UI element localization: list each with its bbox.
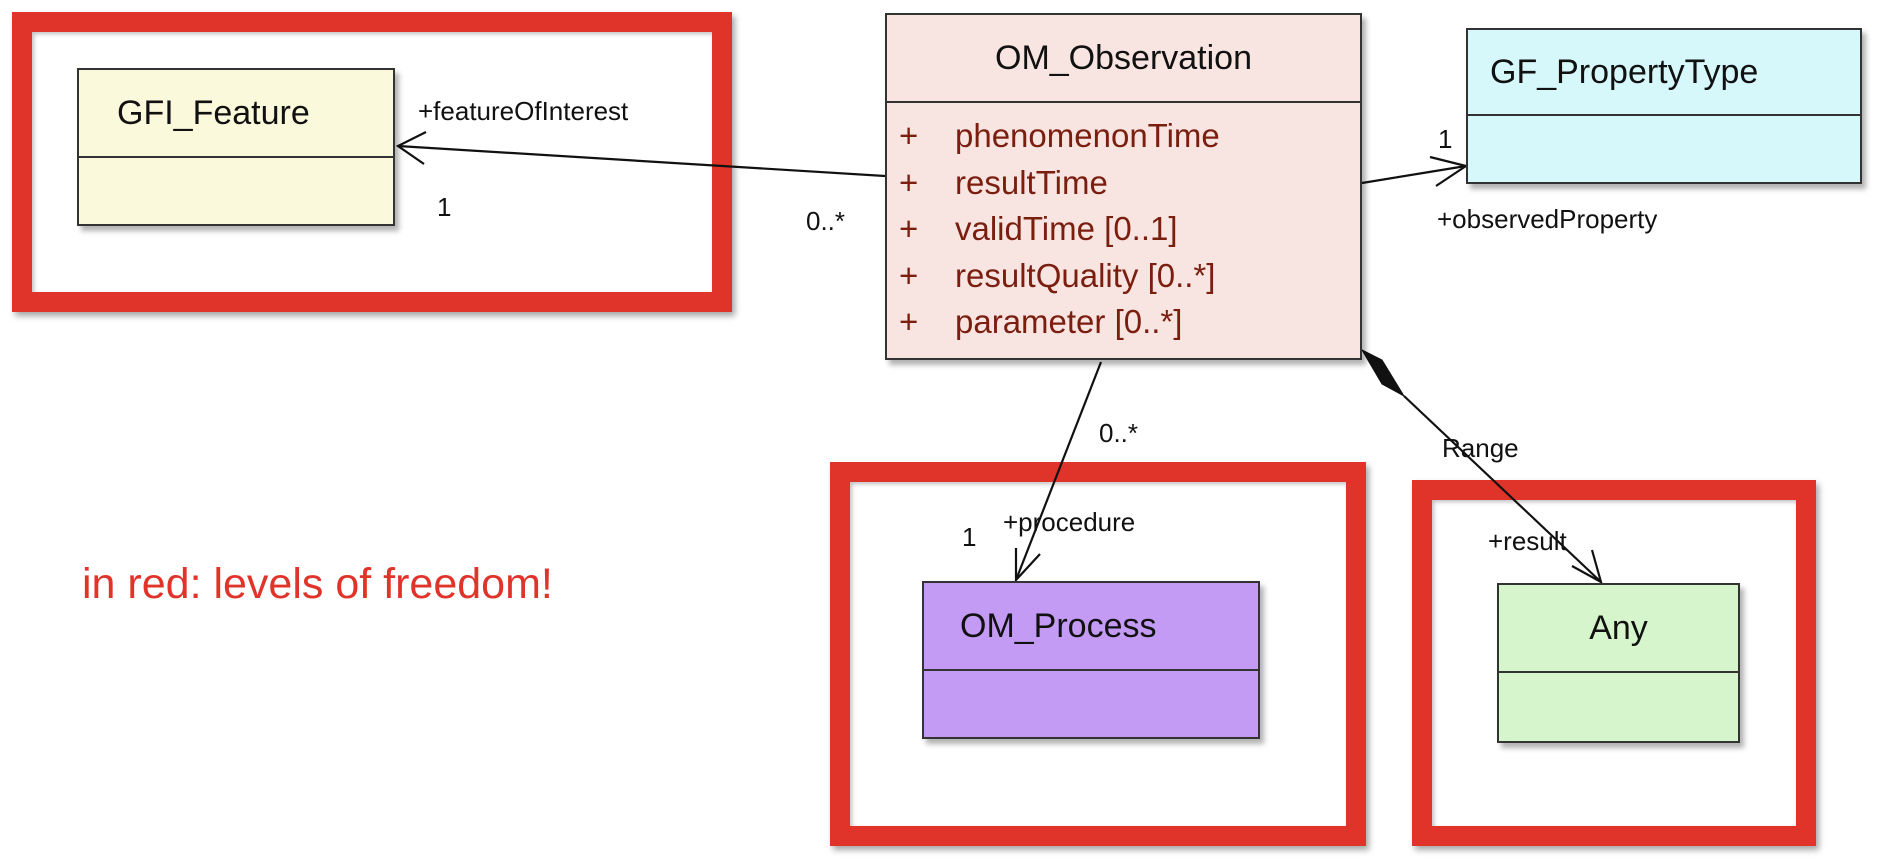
result-arrowhead <box>1571 549 1603 585</box>
attribute-row: + resultQuality [0..*] <box>899 253 1360 300</box>
attribute-row: + validTime [0..1] <box>899 206 1360 253</box>
attribute-label: resultTime <box>955 163 1108 201</box>
role-label-procedure: +procedure <box>1003 507 1136 537</box>
class-gf-propertytype[interactable]: GF_PropertyType <box>1466 28 1862 184</box>
attribute-compartment <box>1499 673 1738 683</box>
result-line <box>1403 395 1602 583</box>
class-gfi-feature[interactable]: GFI_Feature <box>77 68 395 226</box>
visibility-marker: + <box>899 210 919 247</box>
multiplicity-observed-property: 1 <box>1438 124 1453 154</box>
attribute-row: + resultTime <box>899 160 1360 207</box>
role-label-feature-of-interest: +featureOfInterest <box>418 96 629 126</box>
class-any[interactable]: Any <box>1497 583 1740 743</box>
multiplicity-procedure-target: 1 <box>962 522 977 552</box>
procedure-line <box>1014 361 1103 581</box>
procedure-arrowhead <box>1014 548 1041 583</box>
attribute-compartment <box>79 158 393 168</box>
attribute-label: phenomenonTime <box>955 117 1220 154</box>
attribute-label: validTime [0..1] <box>955 210 1178 247</box>
role-label-result: +result <box>1488 526 1567 556</box>
class-om-observation[interactable]: OM_Observation + phenomenonTime + resultTi… <box>885 13 1362 360</box>
feature-of-interest-line <box>397 144 886 178</box>
attribute-row: + parameter [0..*] <box>899 299 1360 346</box>
class-name: OM_Process <box>924 583 1258 671</box>
class-name: OM_Observation <box>887 15 1360 103</box>
multiplicity-feature-source: 0..* <box>806 206 846 236</box>
highlight-frame-process <box>830 462 1366 846</box>
multiplicity-feature-target: 1 <box>437 192 452 222</box>
visibility-marker: + <box>899 117 919 154</box>
caption-text: in red: levels of freedom! <box>82 560 553 608</box>
role-label-observed-property: +observedProperty <box>1437 204 1658 234</box>
visibility-marker: + <box>899 163 919 201</box>
visibility-marker: + <box>899 256 919 294</box>
composition-diamond <box>1360 348 1406 398</box>
attribute-label: parameter [0..*] <box>955 303 1183 340</box>
multiplicity-procedure-source: 0..* <box>1099 418 1139 448</box>
feature-of-interest-arrowhead <box>395 131 427 165</box>
class-name: GF_PropertyType <box>1468 30 1860 116</box>
attribute-compartment: + phenomenonTime + resultTime + validTime [… <box>887 103 1360 346</box>
class-name: GFI_Feature <box>79 70 393 158</box>
attribute-compartment <box>924 671 1258 681</box>
attribute-compartment <box>1468 116 1860 126</box>
attribute-row: + phenomenonTime <box>899 113 1360 160</box>
attribute-label: resultQuality [0..*] <box>955 256 1216 294</box>
association-name-range: Range <box>1442 433 1519 463</box>
class-om-process[interactable]: OM_Process <box>922 581 1260 739</box>
visibility-marker: + <box>899 303 919 340</box>
observed-property-line <box>1361 164 1467 185</box>
highlight-frame-feature <box>12 12 732 312</box>
class-name: Any <box>1499 585 1738 673</box>
highlight-frame-result <box>1412 480 1816 846</box>
